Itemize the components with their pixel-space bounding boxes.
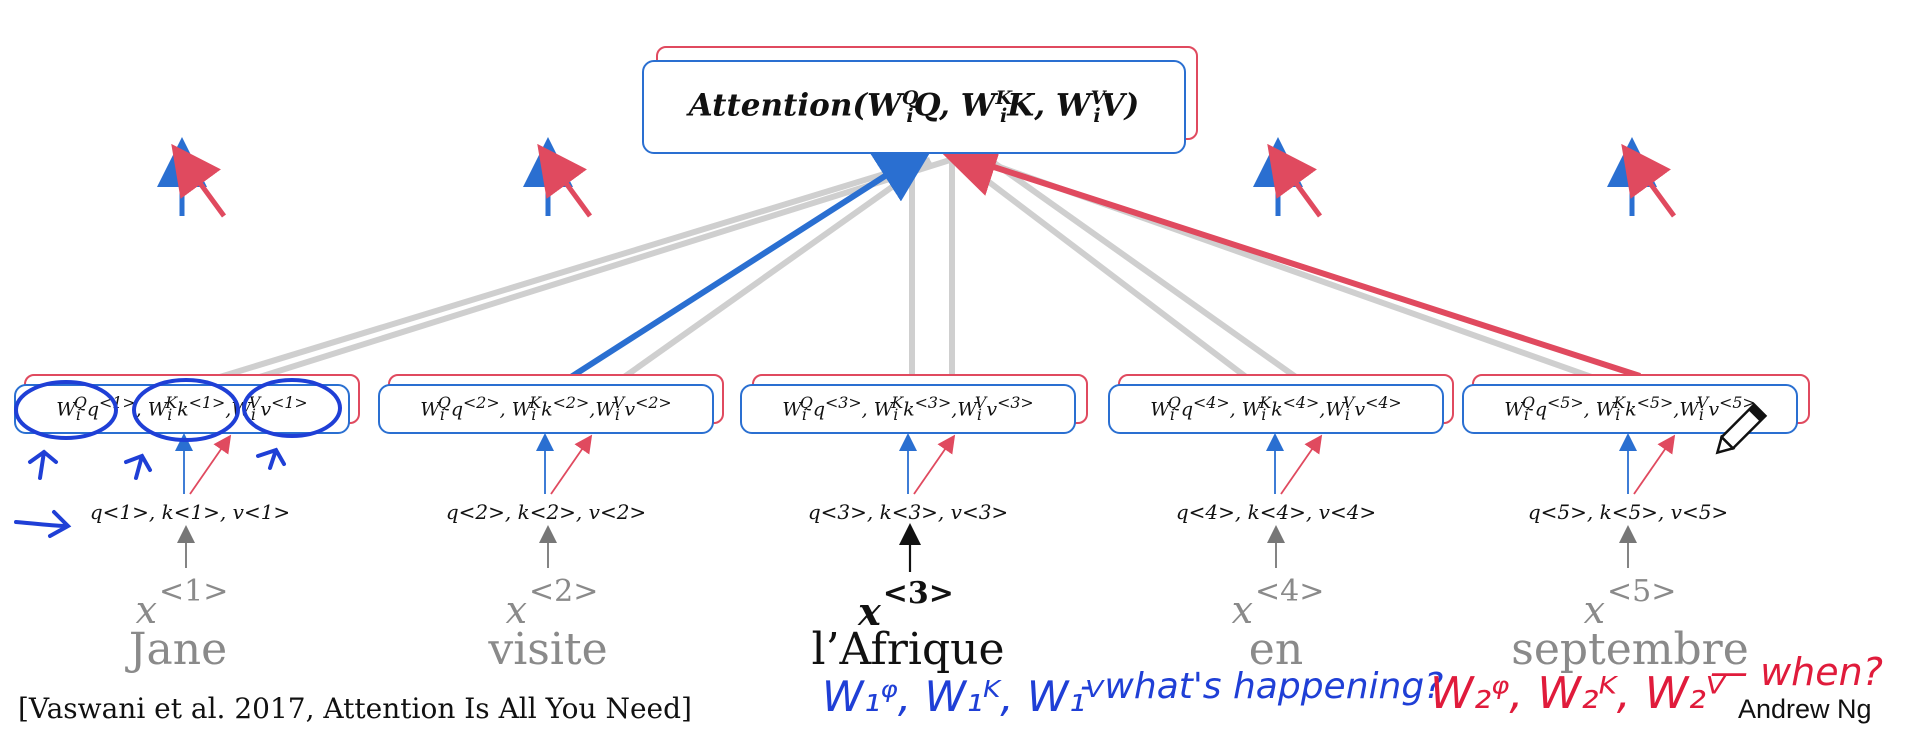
head-formula-2: WiQq<2>, WiKk<2>,WiVv<2>	[420, 393, 672, 425]
small-arrow-2	[124, 453, 152, 480]
handwritten-red-weights: W₂ᵠ, W₂ᴷ, W₂ⱽ	[1430, 668, 1725, 719]
head-formula-4: WiQq<4>, WiKk<4>,WiVv<4>	[1150, 393, 1402, 425]
small-arrow-3	[256, 447, 286, 470]
x-label-3: x<3>	[858, 576, 954, 634]
red-highlight-line	[937, 138, 1641, 379]
small-arrow-1	[28, 449, 58, 480]
attention-box: Attention(WQiQ, WKiK, WViV)	[642, 60, 1186, 154]
attention-formula: Attention(WQiQ, WKiK, WViV)	[688, 86, 1140, 128]
line-head4-a	[958, 157, 1252, 383]
circle-value	[242, 378, 342, 438]
circle-key	[132, 378, 240, 442]
head-box-2: WiQq<2>, WiKk<2>,WiVv<2>	[378, 384, 714, 434]
x-label-2: x<2>	[505, 574, 599, 632]
inputs-label-4: q<4>, k<4>, v<4>	[1175, 500, 1377, 524]
inputs-label-1: q<1>, k<1>, v<1>	[89, 500, 291, 524]
blue-highlight-line	[558, 143, 936, 387]
x-label-1: x<1>	[135, 574, 229, 632]
circle-query	[14, 380, 118, 440]
pointer-arrow	[14, 510, 72, 538]
pencil-cursor-icon	[1715, 402, 1768, 455]
head-box-4: WiQq<4>, WiKk<4>,WiVv<4>	[1108, 384, 1444, 434]
x-label-5: x<5>	[1583, 574, 1677, 632]
citation: [Vaswani et al. 2017, Attention Is All Y…	[18, 692, 692, 725]
x-to-qkv-arrows	[177, 523, 1637, 572]
line-head1-a	[209, 157, 931, 383]
inputs-label-5: q<5>, k<5>, v<5>	[1527, 500, 1729, 524]
word-lafrique: l’Afrique	[811, 624, 1005, 675]
handwritten-red-question: — when?	[1710, 650, 1883, 694]
x-label-4: x<4>	[1231, 574, 1325, 632]
line-head4-b	[988, 157, 1302, 383]
gray-connections	[209, 157, 1602, 383]
head-box-3: WiQq<3>, WiKk<3>,WiVv<3>	[740, 384, 1076, 434]
word-septembre: septembre	[1511, 624, 1749, 675]
handwritten-blue-weights: W₁ᵠ, W₁ᴷ, W₁ⱽ	[822, 672, 1104, 721]
word-visite: visite	[488, 624, 608, 675]
handwritten-blue-question: - what's happening?	[1080, 666, 1444, 707]
input-arrows	[175, 433, 1676, 495]
word-jane: Jane	[128, 624, 228, 675]
head-box-1: WiQq<1>, WiKk<1>,WiVv<1>	[14, 384, 350, 434]
word-en: en	[1248, 624, 1304, 675]
head-formula-5: WiQq<5>, WiKk<5>,WiVv<5>	[1504, 393, 1756, 425]
line-head1-b	[249, 157, 951, 383]
inputs-label-3: q<3>, k<3>, v<3>	[807, 500, 1009, 524]
author-name: Andrew Ng	[1738, 694, 1872, 724]
head-formula-3: WiQq<3>, WiKk<3>,WiVv<3>	[782, 393, 1034, 425]
inputs-label-2: q<2>, k<2>, v<2>	[445, 500, 647, 524]
output-arrows	[157, 137, 1677, 218]
